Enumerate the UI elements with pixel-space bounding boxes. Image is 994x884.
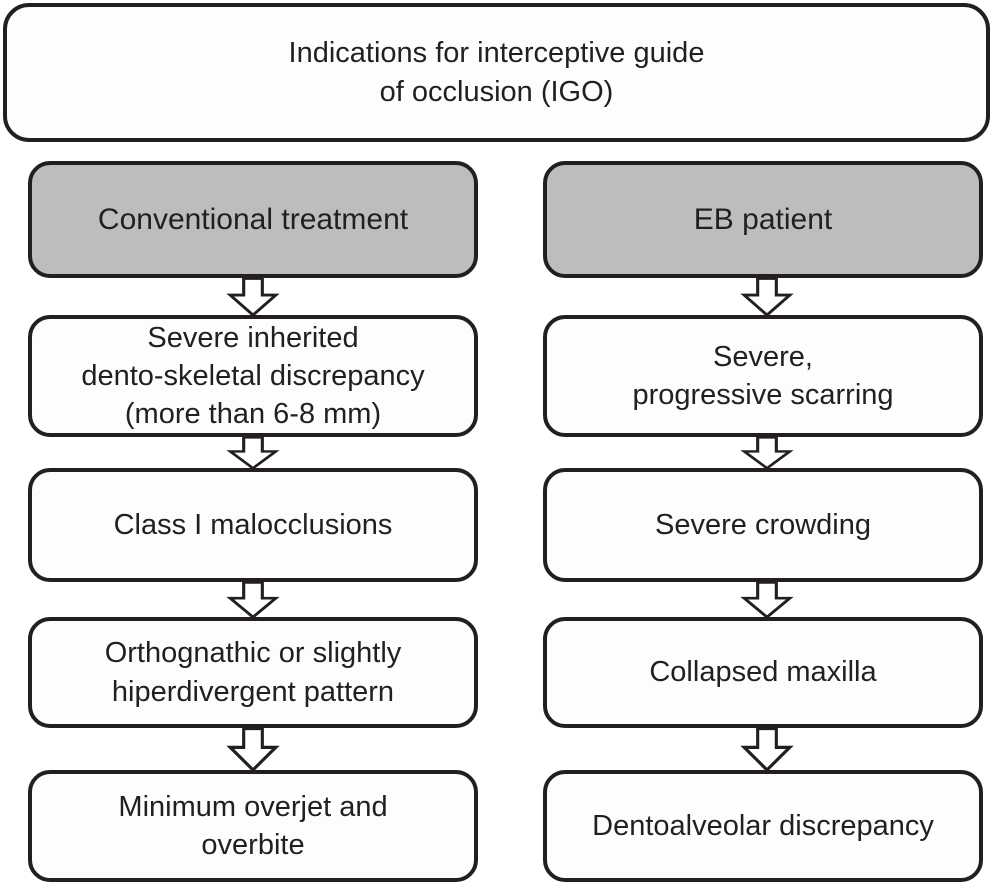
title-box: Indications for interceptive guide of oc… (3, 3, 990, 142)
step-collapsed-maxilla: Collapsed maxilla (543, 617, 983, 728)
header-label: Conventional treatment (97, 202, 409, 236)
down-arrow-icon (226, 278, 280, 316)
header-eb-patient: EB patient (543, 161, 983, 278)
step-severe-crowding: Severe crowding (543, 468, 983, 582)
step-minimum-overjet-overbite: Minimum overjet and overbite (28, 770, 478, 882)
step-class-i-malocclusions: Class I malocclusions (28, 468, 478, 582)
down-arrow-icon (226, 437, 280, 469)
step-label: Collapsed maxilla (649, 656, 877, 689)
header-conventional-treatment: Conventional treatment (28, 161, 478, 278)
step-label: Minimum overjet and overbite (118, 790, 388, 861)
down-arrow-icon (740, 278, 794, 316)
step-label: Severe crowding (655, 508, 871, 541)
down-arrow-icon (740, 437, 794, 469)
down-arrow-icon (740, 728, 794, 771)
header-label: EB patient (693, 202, 833, 236)
step-label: Class I malocclusions (113, 508, 393, 541)
step-dentoalveolar-discrepancy: Dentoalveolar discrepancy (543, 770, 983, 882)
step-orthognathic-pattern: Orthognathic or slightly hiperdivergent … (28, 617, 478, 728)
step-label: Severe, progressive scarring (632, 340, 894, 411)
step-severe-progressive-scarring: Severe, progressive scarring (543, 315, 983, 437)
down-arrow-icon (226, 582, 280, 618)
down-arrow-icon (740, 582, 794, 618)
step-label: Orthognathic or slightly hiperdivergent … (104, 637, 402, 708)
down-arrow-icon (226, 728, 280, 771)
step-label: Dentoalveolar discrepancy (592, 809, 934, 842)
title-text: Indications for interceptive guide of oc… (288, 37, 705, 108)
step-label: Severe inherited dento-skeletal discrepa… (81, 321, 425, 431)
step-severe-inherited-discrepancy: Severe inherited dento-skeletal discrepa… (28, 315, 478, 437)
